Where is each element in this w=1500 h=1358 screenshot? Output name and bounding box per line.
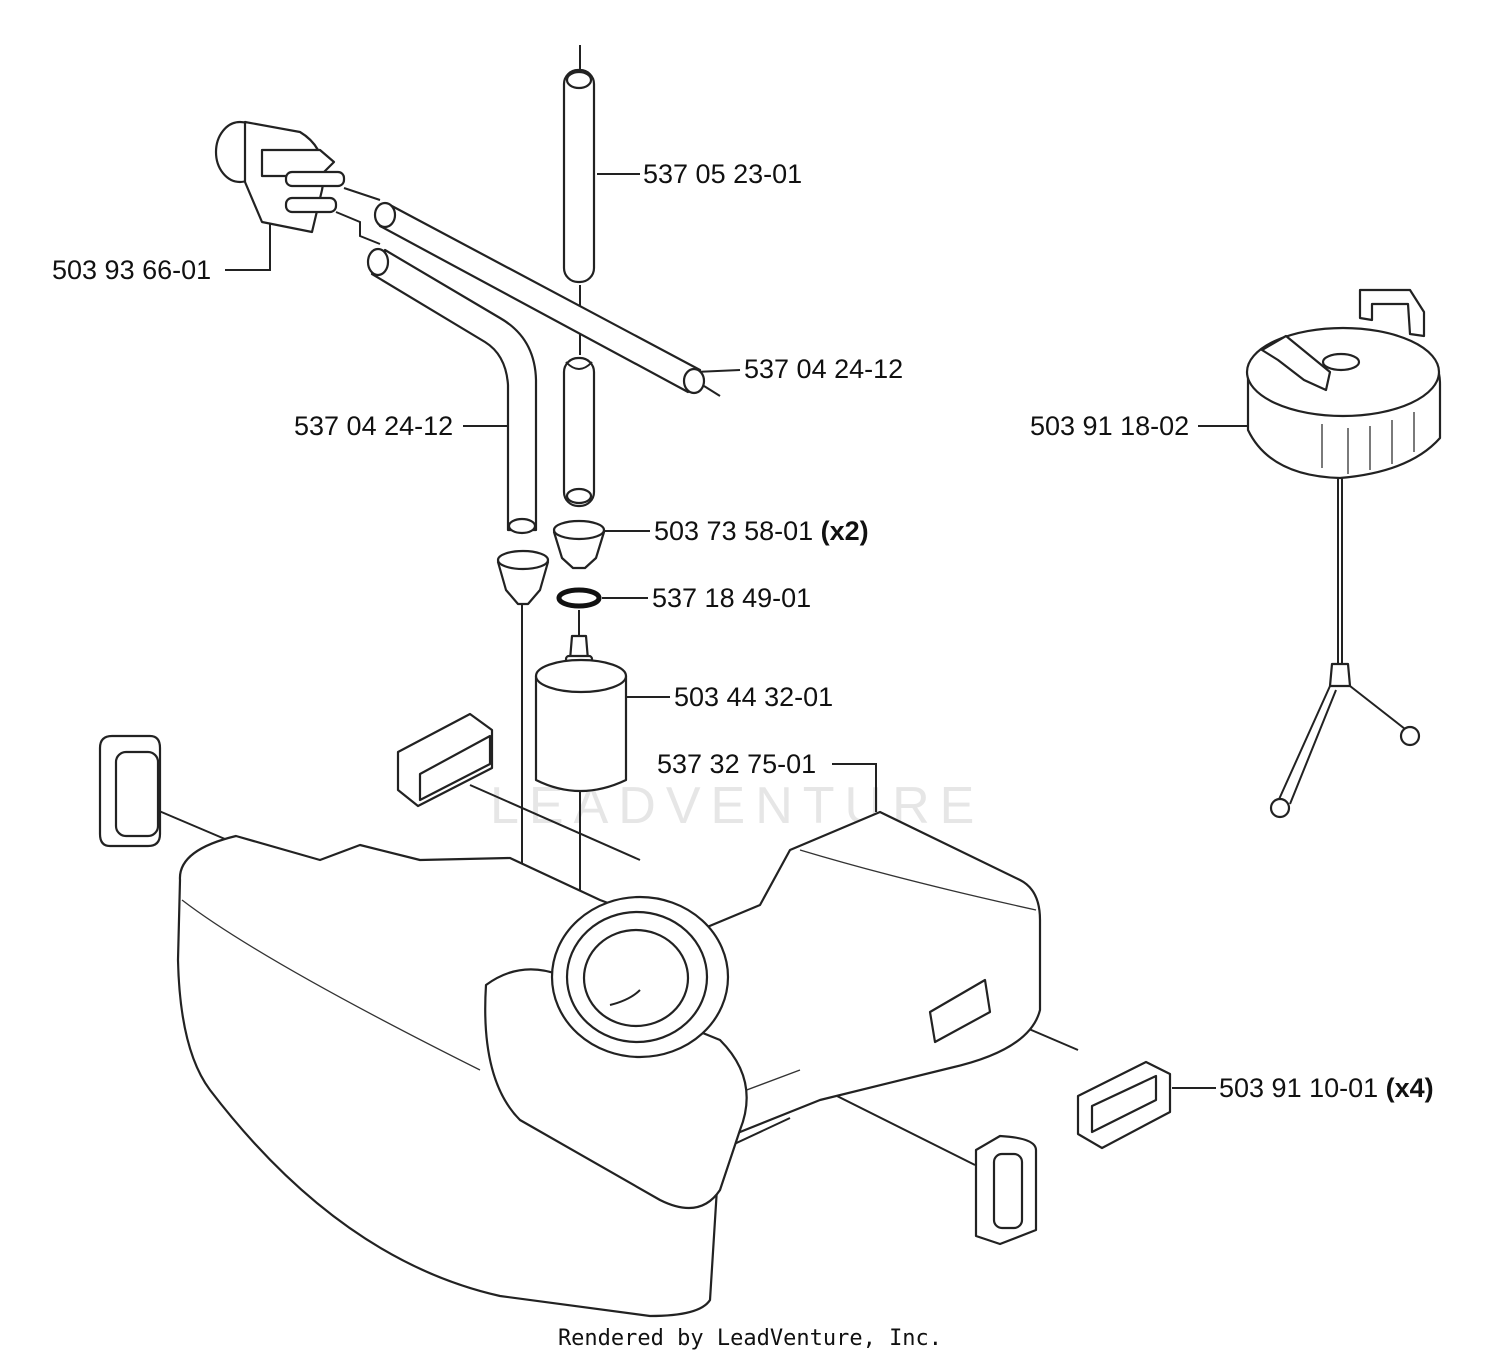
rubber-mount-part-number: 503 91 10-01 <box>1219 1073 1379 1103</box>
tank-vent-part <box>214 120 381 245</box>
return-hose-part <box>562 68 596 508</box>
fuel-hose-upper-part <box>373 201 721 397</box>
grommet-quantity: (x2) <box>820 516 869 546</box>
label-fuel-tank[interactable]: 537 32 75-01 <box>657 749 817 779</box>
o-ring-part <box>556 587 602 609</box>
fuel-hose-lower-part <box>366 247 538 535</box>
fuel-filter-part <box>534 634 628 793</box>
label-fuel-hose-upper[interactable]: 537 04 24-12 <box>744 354 904 384</box>
label-fuel-hose-lower[interactable]: 537 04 24-12 <box>294 411 454 441</box>
label-fuel-filter[interactable]: 503 44 32-01 <box>674 682 834 712</box>
grommet-part <box>496 519 606 606</box>
footer-credit: Rendered by LeadVenture, Inc. <box>557 1326 943 1351</box>
label-fuel-cap[interactable]: 503 91 18-02 <box>1030 411 1190 441</box>
label-grommet[interactable]: 503 73 58-01 (x2) <box>654 518 869 545</box>
fuel-cap-part <box>1245 288 1442 819</box>
label-return-hose[interactable]: 537 05 23-01 <box>643 159 803 189</box>
label-o-ring[interactable]: 537 18 49-01 <box>652 583 812 613</box>
label-rubber-mount[interactable]: 503 91 10-01 (x4) <box>1219 1075 1434 1102</box>
label-tank-vent[interactable]: 503 93 66-01 <box>52 255 212 285</box>
rubber-mount-quantity: (x4) <box>1385 1073 1434 1103</box>
fuel-tank-part <box>176 810 1042 1318</box>
grommet-part-number: 503 73 58-01 <box>654 516 814 546</box>
rubber-mount-part <box>98 712 1172 1246</box>
